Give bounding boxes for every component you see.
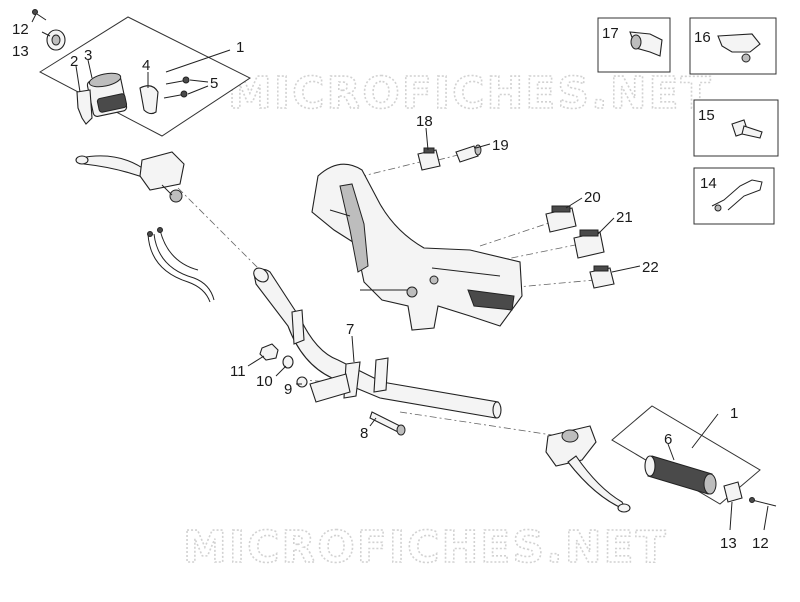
callout-11: 11 [230, 363, 246, 380]
bar-end-screw-right[interactable] [749, 497, 777, 507]
front-shield-frame[interactable] [311, 163, 523, 331]
switch-21[interactable] [573, 229, 605, 259]
callout-labels: 1 2 3 4 5 12 13 18 19 20 21 22 7 11 10 9… [12, 21, 769, 552]
watermark-top: MICROFICHES.NET [228, 68, 713, 119]
callout-5: 5 [210, 75, 218, 92]
clamp-screws[interactable] [163, 76, 190, 99]
handlebar-bolt[interactable] [369, 411, 406, 436]
clamp-half[interactable] [139, 85, 159, 115]
left-bracket[interactable] [76, 89, 93, 125]
control-cables[interactable] [147, 227, 215, 303]
nut[interactable] [259, 343, 279, 361]
callout-12-right: 12 [752, 535, 769, 552]
left-grip-kit[interactable] [32, 9, 251, 137]
callout-14: 14 [700, 175, 717, 192]
callout-15: 15 [698, 107, 715, 124]
inset-15[interactable] [693, 99, 779, 157]
inset-17[interactable] [597, 17, 671, 73]
callout-17: 17 [602, 25, 619, 42]
callout-16: 16 [694, 29, 711, 46]
throttle-grip[interactable] [86, 71, 128, 117]
inset-16[interactable] [689, 17, 777, 75]
bar-end-screw-left[interactable] [32, 9, 47, 21]
right-grip-kit[interactable] [611, 405, 761, 505]
callout-6: 6 [664, 431, 672, 448]
washer-small[interactable] [296, 376, 308, 388]
left-brake-lever[interactable] [75, 151, 185, 203]
bar-end-weight-left[interactable] [46, 29, 66, 51]
callout-4: 4 [142, 57, 150, 74]
switch-22[interactable] [589, 265, 615, 289]
kit-box-left [38, 16, 251, 137]
callout-13-left: 13 [12, 43, 29, 60]
washer-large[interactable] [282, 355, 294, 369]
callout-10: 10 [256, 373, 273, 390]
right-brake-lever[interactable] [545, 425, 631, 513]
leader-lines [31, 13, 769, 531]
switch-18[interactable] [417, 147, 441, 171]
callout-19: 19 [492, 137, 509, 154]
bar-end-weight-right[interactable] [723, 481, 743, 503]
watermark-bottom: MICROFICHES.NET [183, 522, 668, 573]
callout-2: 2 [70, 53, 78, 70]
callout-21: 21 [616, 209, 633, 226]
callout-1-left: 1 [236, 39, 244, 56]
callout-13-right: 13 [720, 535, 737, 552]
right-grip[interactable] [644, 455, 717, 495]
callout-18: 18 [416, 113, 433, 130]
callout-9: 9 [284, 381, 292, 398]
callout-3: 3 [84, 47, 92, 64]
callout-22: 22 [642, 259, 659, 276]
handlebar[interactable] [251, 265, 502, 419]
callout-7: 7 [346, 321, 354, 338]
callout-1-right: 1 [730, 405, 738, 422]
callout-8: 8 [360, 425, 368, 442]
switch-20[interactable] [545, 205, 577, 233]
callout-12-left: 12 [12, 21, 29, 38]
callout-20: 20 [584, 189, 601, 206]
inset-14[interactable] [693, 167, 775, 225]
